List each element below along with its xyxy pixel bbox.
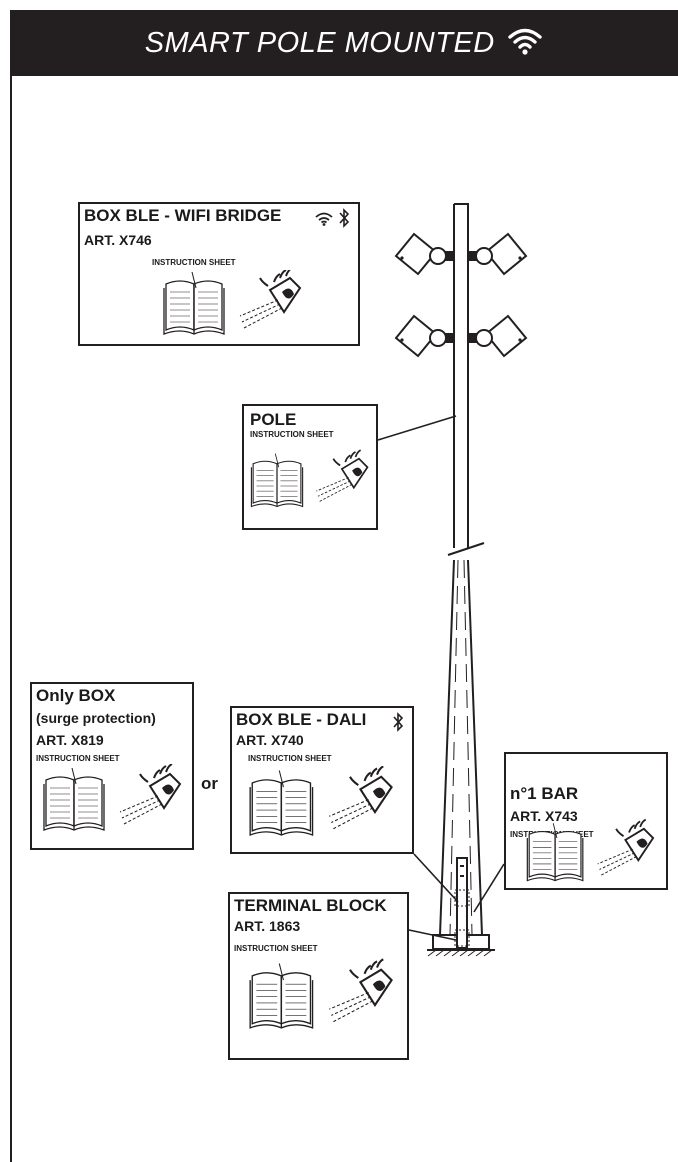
bluetooth-icon bbox=[339, 208, 350, 228]
box-terminal-art: ART. 1863 bbox=[234, 918, 301, 934]
header-bar: SMART POLE MOUNTED bbox=[10, 10, 678, 76]
box-only-sheet: INSTRUCTION SHEET bbox=[36, 754, 120, 763]
box-pole: POLE INSTRUCTION SHEET bbox=[242, 404, 378, 530]
box-pole-title: POLE bbox=[250, 410, 297, 429]
pole-shaft bbox=[439, 203, 485, 936]
wifi-icon bbox=[508, 28, 543, 55]
box-bar: n°1 BAR ART. X743 INSTRUCTION SHEET bbox=[504, 752, 668, 890]
instruction-book-icon bbox=[249, 958, 393, 1029]
lamp-bottom-left bbox=[395, 315, 454, 357]
header-title-text: SMART POLE MOUNTED bbox=[144, 27, 495, 59]
box-terminal-sheet: INSTRUCTION SHEET bbox=[234, 944, 318, 953]
pole-base bbox=[427, 857, 495, 957]
lamp-top-left bbox=[395, 233, 454, 275]
box-only-art: ART. X819 bbox=[36, 732, 104, 748]
bluetooth-icon bbox=[393, 712, 404, 732]
box-dali: BOX BLE - DALI ART. X740 INSTRUCTION SHE… bbox=[230, 706, 414, 854]
box-bridge-title: BOX BLE - WIFI BRIDGE bbox=[84, 206, 282, 225]
wifi-icon bbox=[315, 212, 333, 226]
instruction-book-icon bbox=[250, 449, 369, 508]
box-bar-title: n°1 BAR bbox=[510, 784, 579, 803]
box-only: Only BOX (surge protection) ART. X819 IN… bbox=[30, 682, 194, 850]
lamp-top-right bbox=[468, 233, 527, 275]
instruction-book-icon bbox=[43, 764, 181, 831]
instruction-book-icon bbox=[526, 818, 655, 882]
box-dali-title: BOX BLE - DALI bbox=[236, 710, 367, 729]
instruction-book-icon bbox=[249, 766, 393, 836]
box-only-subtitle: (surge protection) bbox=[36, 710, 156, 726]
instruction-book-icon bbox=[163, 270, 301, 335]
or-label: or bbox=[201, 774, 218, 793]
page-title: SMART POLE MOUNTED bbox=[10, 26, 678, 60]
box-bridge-sheet: INSTRUCTION SHEET bbox=[152, 258, 236, 267]
box-terminal-title: TERMINAL BLOCK bbox=[234, 896, 387, 915]
box-bar-art: ART. X743 bbox=[510, 808, 578, 824]
box-pole-sheet: INSTRUCTION SHEET bbox=[250, 430, 334, 439]
lamp-bottom-right bbox=[468, 315, 527, 357]
box-bridge-art: ART. X746 bbox=[84, 232, 152, 248]
box-dali-art: ART. X740 bbox=[236, 732, 304, 748]
box-dali-sheet: INSTRUCTION SHEET bbox=[248, 754, 332, 763]
frame-left-border bbox=[10, 76, 12, 1162]
box-terminal: TERMINAL BLOCK ART. 1863 INSTRUCTION SHE… bbox=[228, 892, 409, 1060]
box-bridge: BOX BLE - WIFI BRIDGE ART. X746 INSTRUCT… bbox=[78, 202, 360, 346]
box-only-title: Only BOX bbox=[36, 686, 116, 705]
leader-lines bbox=[377, 415, 505, 941]
